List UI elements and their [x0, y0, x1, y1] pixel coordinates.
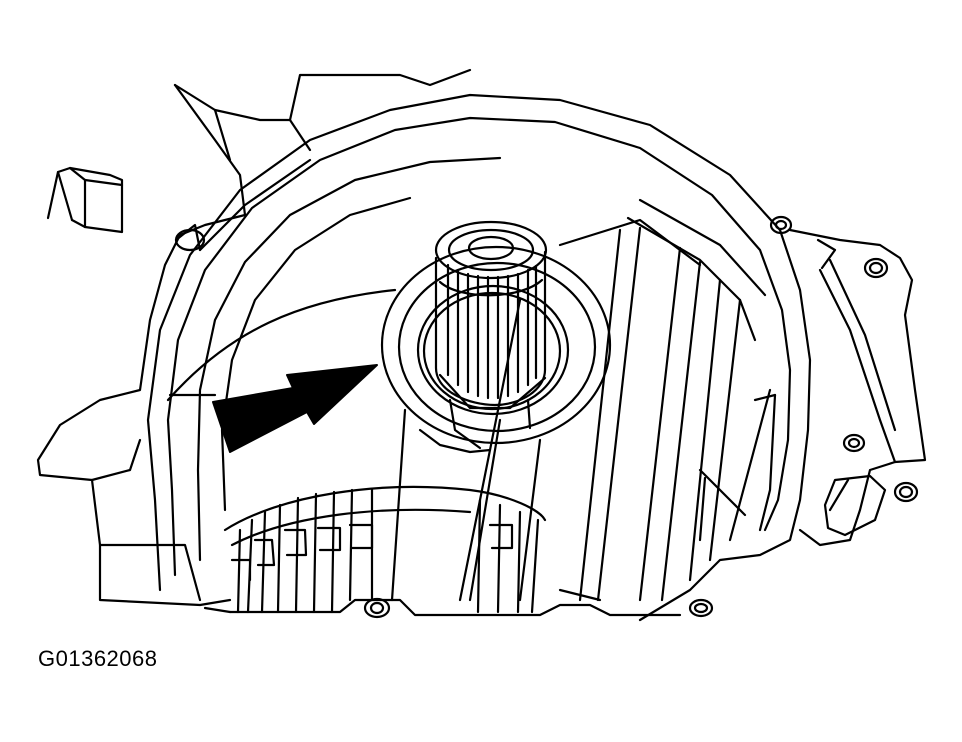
housing-bottom — [203, 598, 682, 617]
bolt-holes — [174, 215, 919, 619]
housing-outline — [36, 68, 472, 607]
figure-code: G01362068 — [38, 646, 158, 671]
bell-housing — [146, 93, 812, 622]
bore-rings — [166, 156, 767, 562]
arrow-icon — [212, 364, 378, 453]
clutch-drum — [223, 485, 547, 614]
right-flange — [788, 228, 927, 547]
internal-panels — [390, 218, 777, 602]
input-shaft — [434, 220, 548, 450]
bracket-tab — [46, 166, 124, 234]
